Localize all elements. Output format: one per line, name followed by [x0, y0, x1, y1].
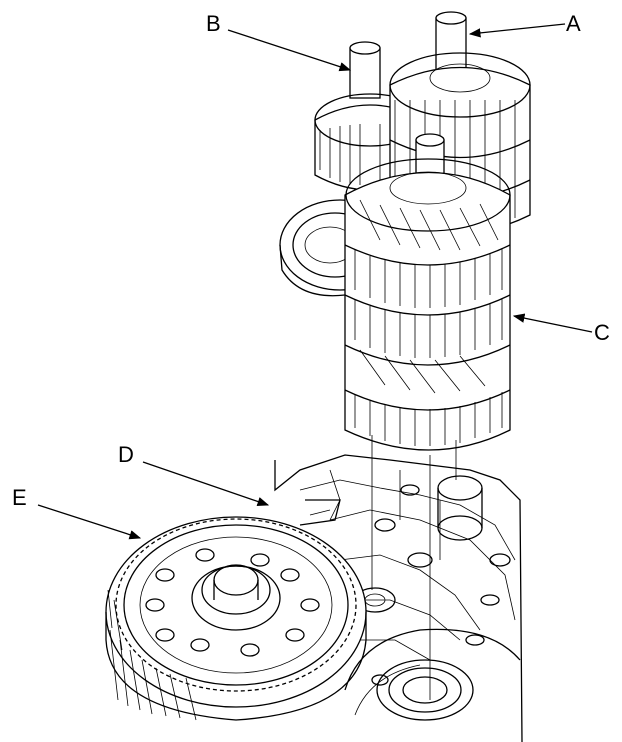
- shaft-c-assembly: [344, 133, 511, 451]
- leader-e: [37, 504, 142, 540]
- callout-leaders: [37, 23, 593, 540]
- gear-teeth-pattern: [354, 199, 503, 446]
- leader-c: [512, 313, 593, 333]
- leader-b: [227, 29, 352, 72]
- alignment-guides: [371, 435, 457, 700]
- leader-d: [142, 461, 270, 507]
- callout-c: C: [594, 320, 610, 345]
- differential-final-gear: [105, 516, 367, 721]
- callout-b: B: [206, 11, 221, 36]
- callout-a: A: [566, 11, 581, 36]
- leader-a: [468, 23, 566, 38]
- transmission-housing: [274, 454, 523, 742]
- callout-e: E: [12, 485, 27, 510]
- callout-d: D: [118, 442, 134, 467]
